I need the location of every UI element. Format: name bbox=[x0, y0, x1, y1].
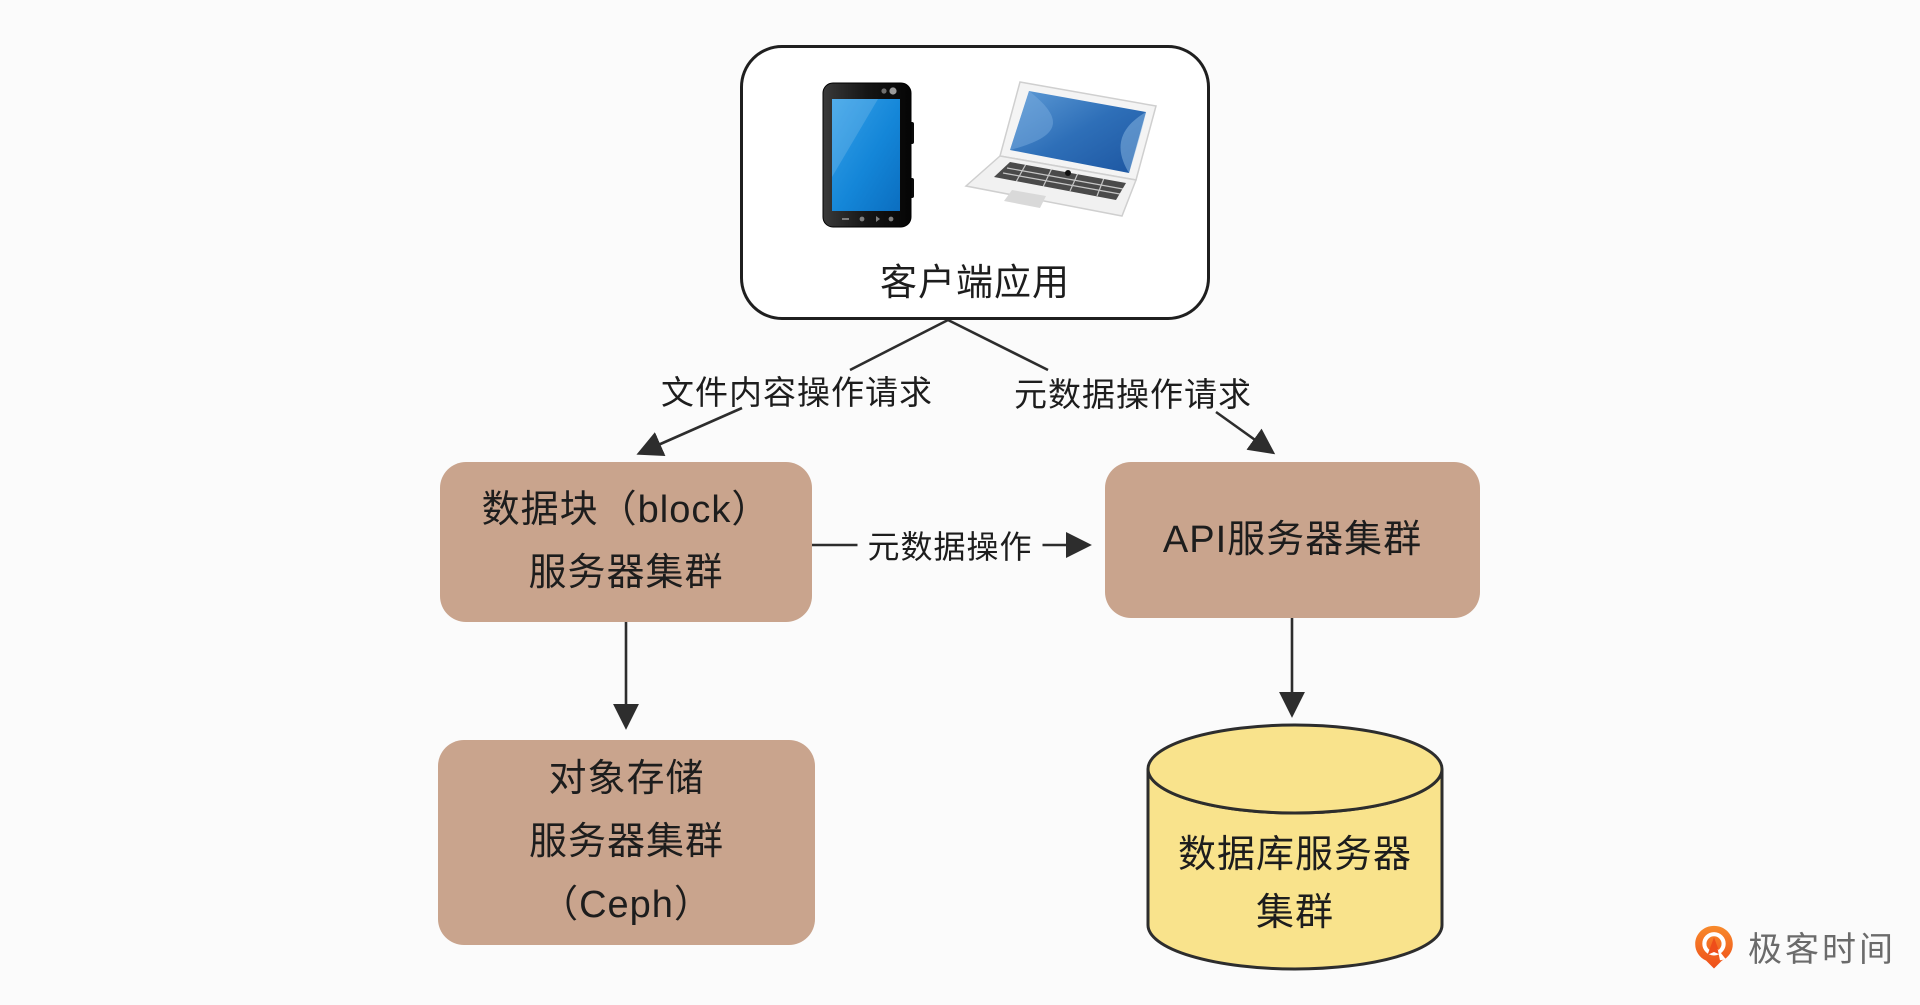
database-cluster-label: 数据库服务器 集群 bbox=[1150, 826, 1440, 942]
database-cluster-line1: 数据库服务器 bbox=[1177, 834, 1412, 876]
edge-label-metadata-operation: 元数据操作 bbox=[857, 522, 1043, 568]
client-app-label: 客户端应用 bbox=[880, 262, 1070, 303]
geektime-logo-text: 极客时间 bbox=[1748, 931, 1896, 969]
geektime-logo: 极客时间 bbox=[1692, 922, 1896, 971]
object-storage-line1: 对象存储 bbox=[548, 758, 705, 800]
geektime-logo-icon bbox=[1695, 925, 1733, 969]
edge-label-metadata-request: 元数据操作请求 bbox=[1014, 376, 1252, 413]
block-server-cluster-line1: 数据块（block） bbox=[481, 489, 771, 531]
object-storage-cluster-box: 对象存储 服务器集群 （Ceph） bbox=[438, 740, 815, 945]
api-server-cluster-label: API服务器集群 bbox=[1162, 518, 1423, 561]
tablet-icon bbox=[822, 82, 914, 228]
database-cluster-line2: 集群 bbox=[1255, 892, 1334, 934]
laptop-icon bbox=[964, 81, 1157, 217]
block-server-cluster-box: 数据块（block） 服务器集群 bbox=[440, 462, 812, 622]
object-storage-line2: 服务器集群 bbox=[528, 821, 724, 863]
object-storage-line3: （Ceph） bbox=[540, 884, 713, 926]
block-server-cluster-line2: 服务器集群 bbox=[528, 552, 724, 594]
api-server-cluster-box: API服务器集群 bbox=[1105, 462, 1480, 618]
edge-label-file-content-request: 文件内容操作请求 bbox=[661, 374, 933, 411]
